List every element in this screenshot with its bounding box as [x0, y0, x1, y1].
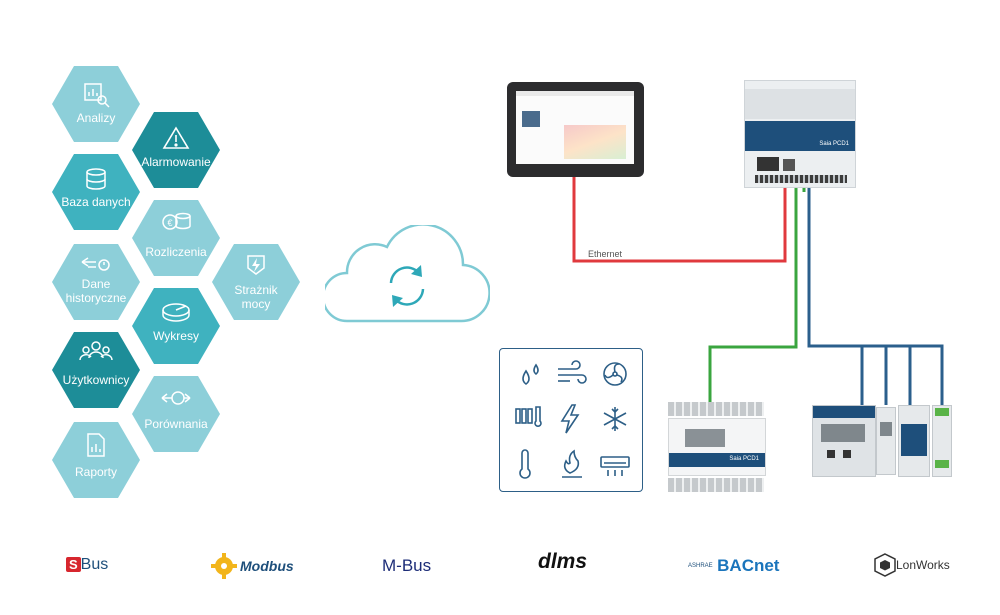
modbus-logo: Modbus	[210, 552, 294, 580]
hex-label: Wykresy	[153, 329, 199, 343]
hex-label: Porównania	[144, 417, 208, 431]
hex-label: Analizy	[77, 111, 116, 125]
saia-pcd1-controller: Saia PCD1	[744, 80, 856, 188]
history-icon	[81, 257, 110, 271]
lonworks-cube-icon	[874, 553, 896, 577]
hmi-screen-device-image	[522, 111, 540, 127]
hex-label-2: mocy	[242, 297, 271, 311]
sbus-logo-text: Bus	[80, 556, 109, 573]
sensor-icons	[515, 360, 630, 479]
chart-icon	[84, 83, 110, 108]
hex-label: Rozliczenia	[145, 245, 207, 259]
io-module-label: Saia PCD1	[729, 456, 759, 462]
energy-meter-large	[812, 405, 876, 477]
energy-meter-slim	[876, 407, 896, 475]
thermometer-icon	[519, 449, 531, 479]
controller-terminal-block	[755, 175, 847, 183]
hex-label: Strażnik	[234, 283, 278, 297]
wind-icon	[558, 360, 587, 384]
sensor-panel	[499, 348, 643, 492]
hex-dane-historyczne[interactable]: Dane historyczne	[52, 244, 140, 320]
hex-straznik-mocy[interactable]: Strażnik mocy	[212, 244, 300, 320]
hmi-screen-toolbar	[516, 91, 634, 96]
meter-blue-panel	[901, 424, 927, 456]
controller-top-vent	[745, 89, 855, 119]
energy-meter-green	[932, 405, 952, 477]
bacnet-logo-text: BACnet	[717, 556, 780, 575]
snowflake-icon	[603, 407, 627, 431]
users-icon	[79, 341, 113, 361]
io-module-bottom-terminals	[668, 478, 764, 492]
compare-icon	[161, 391, 191, 405]
hex-label: Baza danych	[61, 195, 130, 209]
dlms-logo: dlms	[538, 550, 587, 574]
hex-porownania[interactable]: Porównania	[132, 376, 220, 452]
bacnet-logo-prefix: ASHRAE	[688, 563, 713, 569]
coins-icon: €	[162, 212, 191, 230]
modbus-gear-icon	[211, 553, 237, 579]
mbus-logo: M-Bus	[382, 556, 432, 575]
database-icon	[86, 168, 106, 190]
hex-uzytkownicy[interactable]: Użytkownicy	[52, 332, 140, 408]
hex-alarmowanie[interactable]: Alarmowanie	[132, 112, 220, 188]
flame-icon	[562, 449, 582, 478]
report-icon	[87, 433, 105, 457]
hmi-screen-chart	[564, 125, 626, 159]
ethernet-port	[757, 157, 779, 171]
hmi-touch-panel	[507, 82, 644, 177]
ethernet-label: Ethernet	[588, 249, 623, 259]
io-module-display	[685, 429, 725, 447]
meter-green-tab	[935, 460, 949, 468]
lightning-icon	[560, 404, 580, 434]
hex-analizy[interactable]: Analizy	[52, 66, 140, 142]
hex-baza-danych[interactable]: Baza danych	[52, 154, 140, 230]
hex-label: Alarmowanie	[141, 155, 211, 169]
meter-green-tab	[935, 408, 949, 416]
svg-text:€: €	[167, 218, 172, 228]
bacnet-logo: ASHRAE BACnet	[688, 556, 779, 576]
hex-label: Dane	[82, 277, 111, 291]
hex-label-2: historyczne	[66, 291, 127, 305]
lonworks-logo-text: LonWorks	[896, 558, 950, 572]
io-module-body: Saia PCD1	[668, 418, 766, 476]
thermometers-icon	[515, 406, 542, 427]
air-conditioner-icon	[600, 456, 630, 476]
green-cable	[708, 184, 798, 402]
dlms-logo-text: dlms	[538, 550, 588, 573]
hex-label: Raporty	[75, 465, 117, 479]
io-module-top-terminals	[668, 402, 764, 416]
meter-button	[843, 450, 851, 458]
power-shield-icon	[247, 255, 265, 275]
cloud	[325, 225, 490, 323]
meter-header	[813, 406, 875, 418]
hex-rozliczenia[interactable]: € Rozliczenia	[132, 200, 220, 276]
ethernet-cable	[572, 176, 787, 263]
hex-raporty[interactable]: Raporty	[52, 422, 140, 498]
io-module: Saia PCD1	[668, 402, 766, 494]
water-drops-icon	[522, 363, 539, 385]
hexagon-cluster: Analizy Alarmowanie Baza danych € Rozlic…	[52, 66, 300, 498]
lonworks-logo: LonWorks	[874, 553, 950, 577]
blue-bus-cable	[807, 184, 944, 405]
sbus-logo-prefix: S	[66, 557, 81, 572]
meter-display	[821, 424, 865, 442]
controller-blue-band: Saia PCD1	[745, 121, 855, 151]
sync-icon	[389, 265, 425, 307]
meter-display	[880, 422, 892, 436]
warning-icon	[162, 126, 190, 149]
hmi-screen	[516, 91, 634, 164]
usb-port	[783, 159, 795, 171]
hex-wykresy[interactable]: Wykresy	[132, 288, 220, 364]
modbus-logo-text: Modbus	[240, 558, 294, 574]
pie-icon	[162, 303, 190, 322]
io-module-blue-band: Saia PCD1	[669, 453, 765, 467]
wiring: Ethernet	[572, 176, 944, 405]
fan-icon	[603, 362, 627, 386]
controller-label: Saia PCD1	[819, 141, 849, 147]
hex-label: Użytkownicy	[63, 373, 130, 387]
energy-meter-blue	[898, 405, 930, 477]
meter-button	[827, 450, 835, 458]
